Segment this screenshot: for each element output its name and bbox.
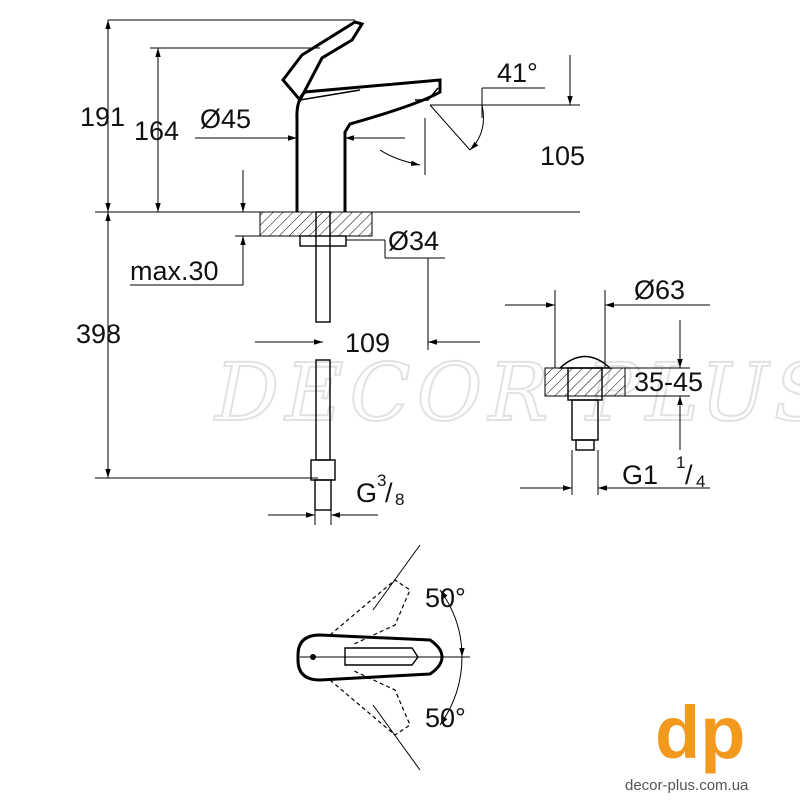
dim-diameter-34: Ø34 [388, 226, 439, 256]
dim-g-thread-numerator: 3 [377, 471, 386, 490]
dim-range-35-45: 35-45 [634, 367, 703, 397]
decor-plus-logo: dp decor-plus.com.ua [625, 691, 749, 794]
dim-g-thread-slash: / [385, 478, 393, 508]
dim-g-thread-prefix: G [356, 478, 377, 508]
logo-mark: dp [655, 691, 745, 774]
dim-g1-thread-denominator: 4 [696, 472, 705, 491]
dim-angle-41: 41° [497, 58, 538, 88]
dim-g1-thread-prefix: G1 [622, 460, 658, 490]
faucet-side-view [259, 20, 442, 511]
dim-angle-50-bottom: 50° [425, 703, 466, 733]
dim-105: 105 [540, 141, 585, 171]
dim-164: 164 [134, 116, 179, 146]
dim-g1-thread-slash: / [685, 460, 693, 490]
dim-191: 191 [80, 102, 125, 132]
watermark: DECOR PLUS [213, 346, 800, 439]
dim-109: 109 [345, 328, 390, 358]
dim-g-thread-denominator: 8 [395, 490, 404, 509]
dim-398: 398 [76, 319, 121, 349]
dim-diameter-63: Ø63 [634, 275, 685, 305]
pop-up-drain [544, 355, 626, 451]
dim-g1-thread-numerator: 1 [676, 453, 685, 472]
dim-angle-50-top: 50° [425, 583, 466, 613]
dim-diameter-45: Ø45 [200, 104, 251, 134]
logo-site-url: decor-plus.com.ua [625, 777, 749, 794]
dim-max-30: max.30 [130, 256, 219, 286]
